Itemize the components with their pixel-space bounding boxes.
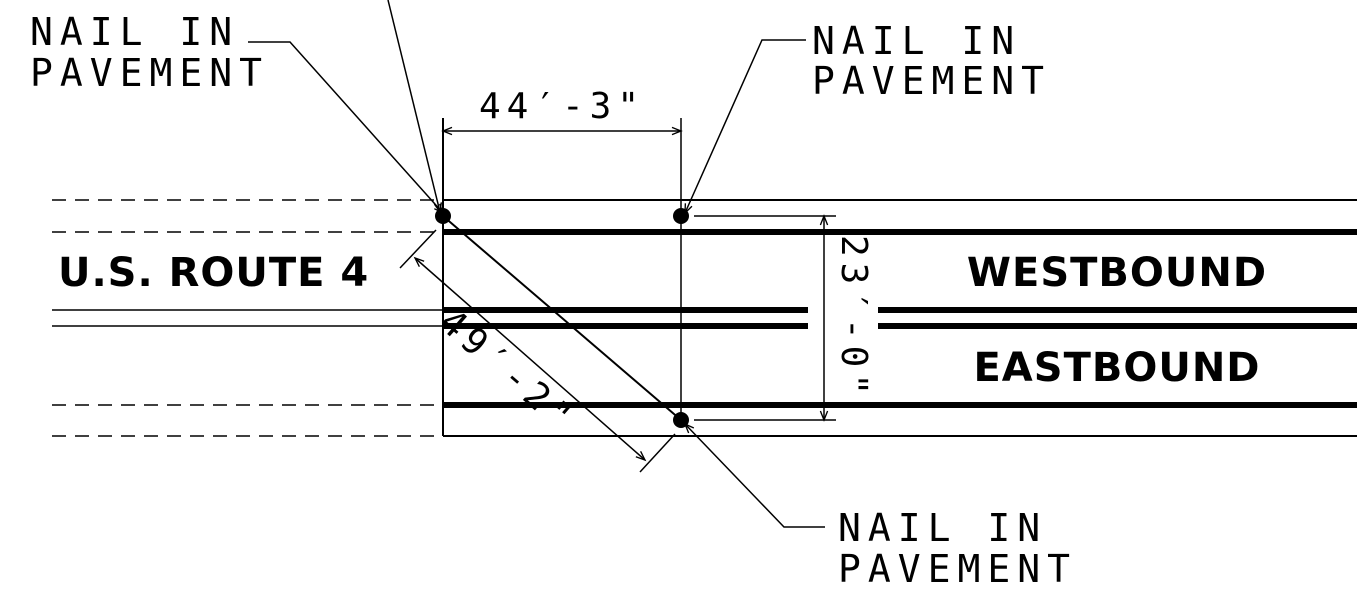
- svg-text:PAVEMENT: PAVEMENT: [30, 51, 269, 95]
- svg-text:NAIL IN: NAIL IN: [30, 10, 239, 54]
- nail-point-southeast: [673, 412, 689, 428]
- nail-point-northwest: [435, 208, 451, 224]
- dimension-horizontal: [441, 118, 683, 216]
- dimension-diagonal-label: 49′-2": [431, 301, 583, 441]
- centerline-double: [443, 307, 1357, 329]
- dimension-horizontal-label: 44′-3": [479, 86, 645, 127]
- svg-text:PAVEMENT: PAVEMENT: [812, 59, 1051, 103]
- nail-point-northeast: [673, 208, 689, 224]
- nail-label-2: NAIL IN PAVEMENT: [812, 19, 1051, 103]
- svg-text:PAVEMENT: PAVEMENT: [838, 547, 1077, 591]
- eastbound-label: EASTBOUND: [973, 345, 1260, 391]
- nail-label-1: NAIL IN PAVEMENT: [30, 10, 269, 95]
- westbound-label: WESTBOUND: [967, 250, 1267, 296]
- dimension-diagonal: [399, 229, 676, 473]
- dimension-vertical: [680, 214, 836, 422]
- svg-text:NAIL IN: NAIL IN: [812, 19, 1021, 63]
- centerline-thin: [52, 309, 443, 327]
- route-label: U.S. ROUTE 4: [58, 250, 369, 296]
- nail-label-3: NAIL IN PAVEMENT: [838, 506, 1077, 591]
- dimension-vertical-label: 23′-0": [833, 235, 874, 401]
- nail-leaders: [248, 0, 825, 528]
- dashed-road-lines: [52, 199, 443, 437]
- svg-text:NAIL IN: NAIL IN: [838, 506, 1047, 550]
